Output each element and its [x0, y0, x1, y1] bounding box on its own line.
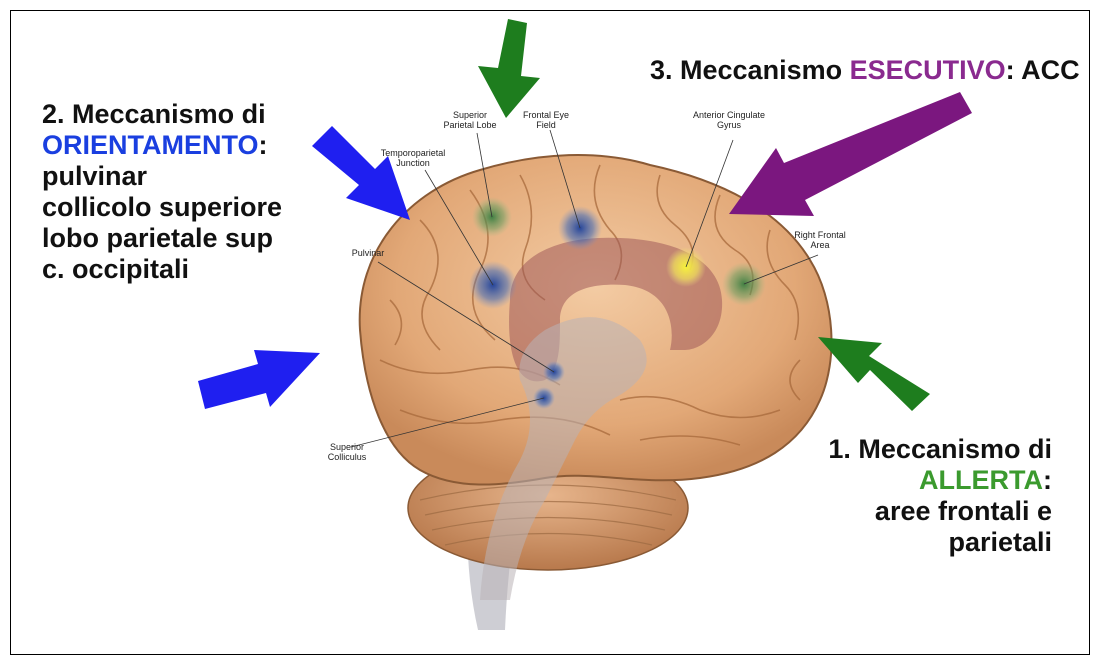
- executive-suffix: : ACC: [1006, 55, 1080, 85]
- label-pulvinar: Pulvinar: [352, 248, 385, 258]
- orienting-colon: :: [259, 130, 268, 160]
- alerting-line-0: aree frontali e: [828, 496, 1052, 527]
- blue-arrow-upper: [312, 126, 410, 220]
- orienting-line-2: lobo parietale sup: [42, 223, 282, 254]
- executive-prefix: 3. Meccanismo: [650, 55, 842, 85]
- alerting-colon: :: [1043, 465, 1052, 495]
- green-arrow-top: [478, 19, 540, 118]
- orienting-keyword-line: ORIENTAMENTO:: [42, 130, 282, 161]
- executive-label: 3. Meccanismo ESECUTIVO: ACC: [650, 55, 1080, 86]
- orienting-label: 2. Meccanismo di ORIENTAMENTO: pulvinar …: [42, 99, 282, 285]
- orienting-prefix: 2. Meccanismo di: [42, 99, 282, 130]
- alerting-keyword: ALLERTA: [919, 465, 1043, 495]
- executive-keyword: ESECUTIVO: [850, 55, 1006, 85]
- orienting-line-1: collicolo superiore: [42, 192, 282, 223]
- orienting-line-0: pulvinar: [42, 161, 282, 192]
- orienting-line-3: c. occipitali: [42, 254, 282, 285]
- alerting-line-1: parietali: [828, 527, 1052, 558]
- blue-arrow-lower: [198, 350, 320, 409]
- purple-arrow: [729, 92, 972, 216]
- alerting-label: 1. Meccanismo di ALLERTA: aree frontali …: [828, 434, 1052, 558]
- orienting-keyword: ORIENTAMENTO: [42, 130, 259, 160]
- green-arrow-right: [818, 337, 930, 411]
- alerting-keyword-line: ALLERTA:: [828, 465, 1052, 496]
- alerting-prefix: 1. Meccanismo di: [828, 434, 1052, 465]
